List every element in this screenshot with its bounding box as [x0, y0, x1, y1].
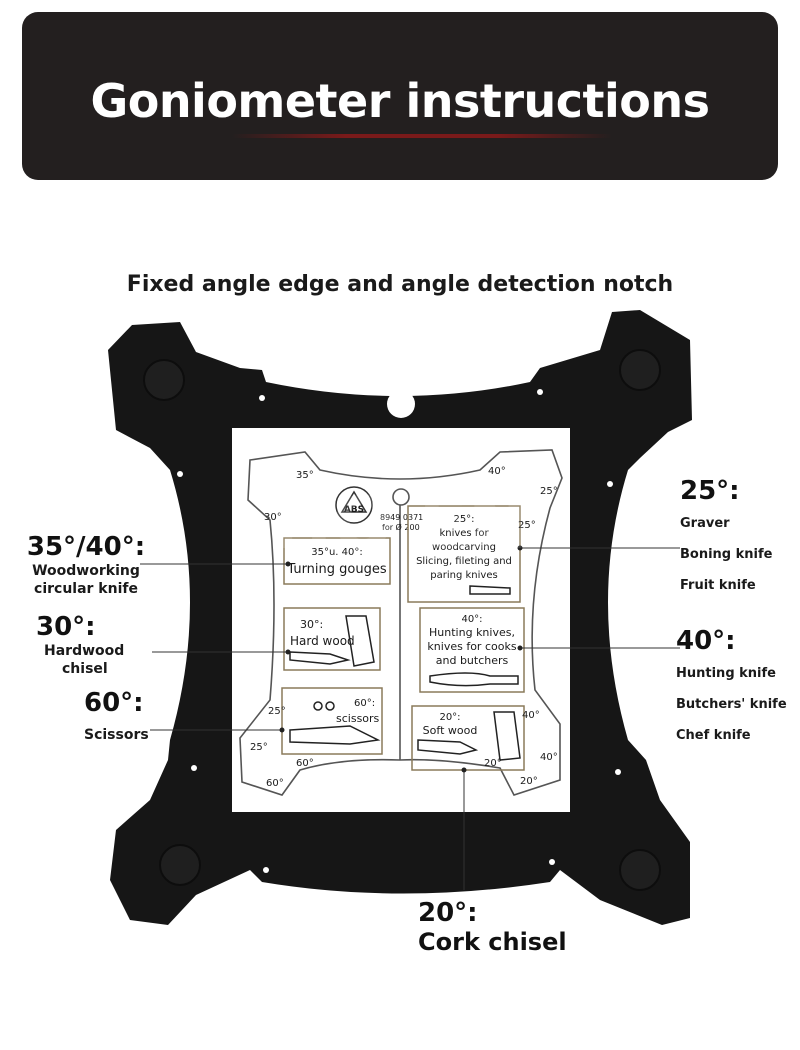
- shears-icon: [289, 725, 381, 745]
- edge-label-30: 30°: [264, 512, 282, 523]
- edge-label-40b: 40°: [522, 710, 540, 721]
- box-25-line3: woodcarving: [432, 542, 496, 553]
- callout-35-40-angle: 35°/40°:: [26, 532, 146, 562]
- box-35-40-line2: Turning gouges: [286, 562, 386, 577]
- box-60-line1: 60°:: [354, 698, 375, 709]
- box-30: [283, 607, 381, 671]
- rivet-br: [619, 849, 661, 891]
- scissors-icon: [313, 701, 323, 711]
- box-25-line2: knives for: [439, 528, 489, 539]
- callout-30-line1: Hardwood: [44, 643, 125, 659]
- callout-25-item1: Graver: [680, 516, 730, 531]
- callout-40-item3: Chef knife: [676, 728, 751, 743]
- callout-30-line2: chisel: [62, 661, 108, 677]
- softwood-chisel-icon: [417, 739, 479, 755]
- box-60: [281, 687, 383, 755]
- edge-label-25c: 25°: [268, 706, 286, 717]
- box-20-line1: 20°:: [439, 712, 460, 723]
- edge-label-25b: 25°: [518, 520, 536, 531]
- callout-60-angle: 60°:: [84, 688, 144, 718]
- callout-40: 40°: Hunting knife Butchers' knife Chef …: [676, 626, 796, 743]
- card-hole: [392, 488, 410, 506]
- box-40-line2: Hunting knives,: [429, 626, 515, 639]
- rivet-tl: [143, 359, 185, 401]
- callout-40-item2: Butchers' knife: [676, 697, 787, 712]
- callout-60-line1: Scissors: [84, 727, 149, 743]
- callout-20-label: Cork chisel: [418, 928, 567, 956]
- box-40-line4: and butchers: [436, 654, 509, 667]
- leader-lines: [140, 547, 680, 890]
- box-25-line4: Slicing, fileting and: [416, 556, 512, 567]
- edge-label-40: 40°: [488, 466, 506, 477]
- callout-25-item2: Boning knife: [680, 547, 773, 562]
- chef-knife-icon: [429, 672, 519, 687]
- title-banner: Goniometer instructions: [22, 12, 778, 180]
- callout-25-angle: 25°:: [680, 476, 740, 506]
- edge-label-25d: 25°: [250, 742, 268, 753]
- box-30-line1: 30°:: [300, 618, 323, 631]
- box-35-40-line1: 35°u. 40°:: [311, 547, 363, 558]
- box-30-line2: Hard wood: [290, 634, 355, 648]
- edge-label-60b: 60°: [296, 758, 314, 769]
- edge-label-35: 35°: [296, 470, 314, 481]
- box-40-line1: 40°:: [461, 614, 482, 625]
- callout-30: 30°: Hardwood chisel: [26, 612, 146, 678]
- box-20: [411, 705, 525, 771]
- edge-label-25a: 25°: [540, 486, 558, 497]
- callout-20-angle: 20°:: [418, 898, 478, 928]
- abs-logo-text: ABS: [344, 505, 364, 515]
- edge-notches: [177, 389, 621, 873]
- banner-title: Goniometer instructions: [90, 74, 710, 128]
- part-number: 8949 0371: [380, 513, 423, 522]
- rivet-bl: [159, 844, 201, 886]
- for-size: for Ø 200: [382, 522, 420, 532]
- box-25: [407, 505, 521, 603]
- knife-small-icon: [469, 585, 511, 595]
- top-hole: [387, 390, 415, 418]
- box-40: [419, 607, 525, 693]
- card-outline: [239, 449, 563, 796]
- callout-25-item3: Fruit knife: [680, 578, 756, 593]
- callout-40-angle: 40°:: [676, 626, 736, 656]
- softwood-block-icon: [493, 711, 521, 761]
- chisel-icon: [289, 651, 351, 665]
- callout-35-40-line1: Woodworking: [32, 563, 140, 579]
- abs-logo: ABS: [335, 486, 373, 524]
- chisel-block-icon: [345, 615, 375, 667]
- banner-underline: [232, 134, 612, 138]
- box-40-line3: knives for cooks: [427, 640, 516, 653]
- callout-20: 20°: Cork chisel: [418, 898, 618, 956]
- watermark: HO EN: [272, 481, 528, 565]
- box-35-40: [283, 537, 391, 585]
- callout-30-angle: 30°:: [36, 612, 96, 642]
- tool-sketches: [289, 585, 521, 761]
- edge-label-20b: 20°: [520, 776, 538, 787]
- callout-40-item1: Hunting knife: [676, 666, 776, 681]
- rivet-tr: [619, 349, 661, 391]
- box-25-line1: 25°:: [453, 514, 474, 525]
- callout-60: 60°: Scissors: [84, 688, 184, 744]
- box-20-line2: Soft wood: [423, 724, 478, 737]
- edge-label-60a: 60°: [266, 778, 284, 789]
- edge-label-40c: 40°: [540, 752, 558, 763]
- callout-35-40: 35°/40°: Woodworking circular knife: [26, 532, 146, 598]
- subtitle: Fixed angle edge and angle detection not…: [126, 272, 674, 297]
- box-25-line5: paring knives: [430, 570, 497, 581]
- callout-25: 25°: Graver Boning knife Fruit knife: [680, 476, 790, 593]
- callout-35-40-line2: circular knife: [34, 581, 138, 597]
- edge-label-20a: 20°: [484, 758, 502, 769]
- box-60-line2: scissors: [336, 712, 380, 725]
